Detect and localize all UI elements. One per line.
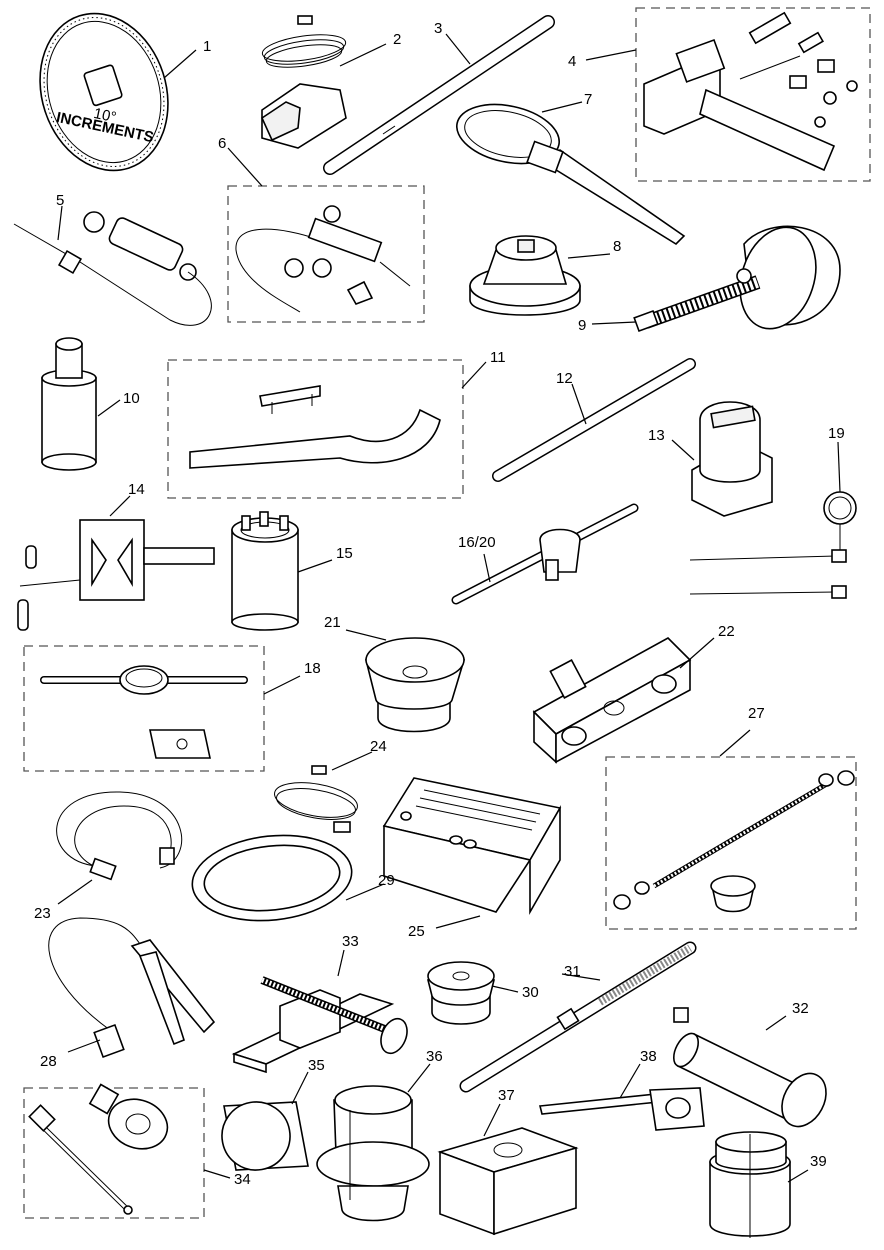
- group-box-6: [227, 185, 425, 323]
- callout-24: 24: [370, 738, 387, 755]
- callout-10: 10: [123, 390, 140, 407]
- tool-3-bar: [323, 15, 555, 175]
- tool-16-20-bar: [451, 503, 639, 605]
- tool-30-cap: [426, 961, 496, 1025]
- callout-labels: 1 2 3 4 5 6 7 8 9 10 11 12 13 19 14 15 1…: [34, 20, 845, 1188]
- callout-29: 29: [378, 872, 395, 889]
- callout-7: 7: [584, 91, 592, 108]
- tool-31-drift: [459, 941, 697, 1093]
- tool-18-die-holder: [40, 665, 248, 759]
- tool-34-kit: [28, 1083, 169, 1215]
- tool-36-bell: [316, 1085, 430, 1222]
- tool-24-cable: [274, 765, 358, 833]
- tool-33-block-pusher: [231, 976, 408, 1074]
- callout-31: 31: [564, 963, 581, 980]
- callout-4: 4: [568, 53, 576, 70]
- tool-25-housing: [382, 777, 562, 915]
- tool-2-diagnostic-cable: [260, 15, 347, 149]
- tool-13-block: [691, 401, 773, 517]
- callout-35: 35: [308, 1057, 325, 1074]
- callout-18: 18: [304, 660, 321, 677]
- tool-14-clamp: [17, 519, 215, 631]
- tool-21-cup: [364, 637, 466, 733]
- callout-38: 38: [640, 1048, 657, 1065]
- callout-32: 32: [792, 1000, 809, 1017]
- tool-10-cylinder: [41, 337, 97, 471]
- callout-14: 14: [128, 481, 145, 498]
- callout-3: 3: [434, 20, 442, 37]
- tool-6-kit: [235, 205, 411, 313]
- callout-2: 2: [393, 31, 401, 48]
- callout-6: 6: [218, 135, 226, 152]
- callout-27: 27: [748, 705, 765, 722]
- callout-22: 22: [718, 623, 735, 640]
- protractor-text-degrees: 10°: [92, 105, 118, 126]
- tool-4-set: [643, 11, 858, 172]
- tool-29-ring: [191, 834, 353, 922]
- callout-30: 30: [522, 984, 539, 1001]
- callout-34: 34: [234, 1171, 251, 1188]
- callout-21: 21: [324, 614, 341, 631]
- tool-37-box: [437, 1127, 579, 1236]
- callout-39: 39: [810, 1153, 827, 1170]
- tool-32-adapter: [672, 1007, 827, 1128]
- tool-9-puller: [633, 225, 841, 333]
- callout-1: 1: [203, 38, 211, 55]
- callout-15: 15: [336, 545, 353, 562]
- tool-27-rod-kit: [613, 770, 855, 913]
- callout-11: 11: [490, 349, 506, 366]
- tool-35-cylinder: [221, 1101, 309, 1171]
- callout-12: 12: [556, 370, 573, 387]
- group-box-4: [635, 7, 871, 182]
- tool-7-strap-wrench: [456, 103, 686, 246]
- callout-37: 37: [498, 1087, 515, 1104]
- callout-33: 33: [342, 933, 359, 950]
- callout-5: 5: [56, 192, 64, 209]
- callout-16-20: 16/20: [458, 534, 496, 551]
- tool-38-lever: [539, 1087, 705, 1131]
- tool-23-harness: [56, 791, 182, 881]
- tool-1-protractor: 10° INCREMENTS: [39, 12, 169, 172]
- tool-5-syringe: [13, 211, 212, 326]
- tool-28-pliers: [48, 917, 216, 1059]
- group-box-27: [605, 756, 857, 930]
- callout-23: 23: [34, 905, 51, 922]
- callout-25: 25: [408, 923, 425, 940]
- callout-9: 9: [578, 317, 586, 334]
- group-box-11: [167, 359, 464, 499]
- callout-36: 36: [426, 1048, 443, 1065]
- leader-lines: [57, 33, 841, 1183]
- group-box-18: [23, 645, 265, 772]
- callout-8: 8: [613, 238, 621, 255]
- tool-15-socket: [231, 511, 299, 631]
- tool-39-sleeve: [709, 1131, 791, 1238]
- tool-12-rod: [492, 358, 696, 482]
- tool-11-c-spanner: [189, 385, 441, 469]
- callout-28: 28: [40, 1053, 57, 1070]
- group-box-34: [23, 1087, 205, 1219]
- tool-8-filter-wrench: [469, 235, 581, 316]
- tool-19-gauge: [689, 491, 857, 599]
- callout-13: 13: [648, 427, 665, 444]
- tool-22-plate: [532, 637, 692, 764]
- callout-19: 19: [828, 425, 845, 442]
